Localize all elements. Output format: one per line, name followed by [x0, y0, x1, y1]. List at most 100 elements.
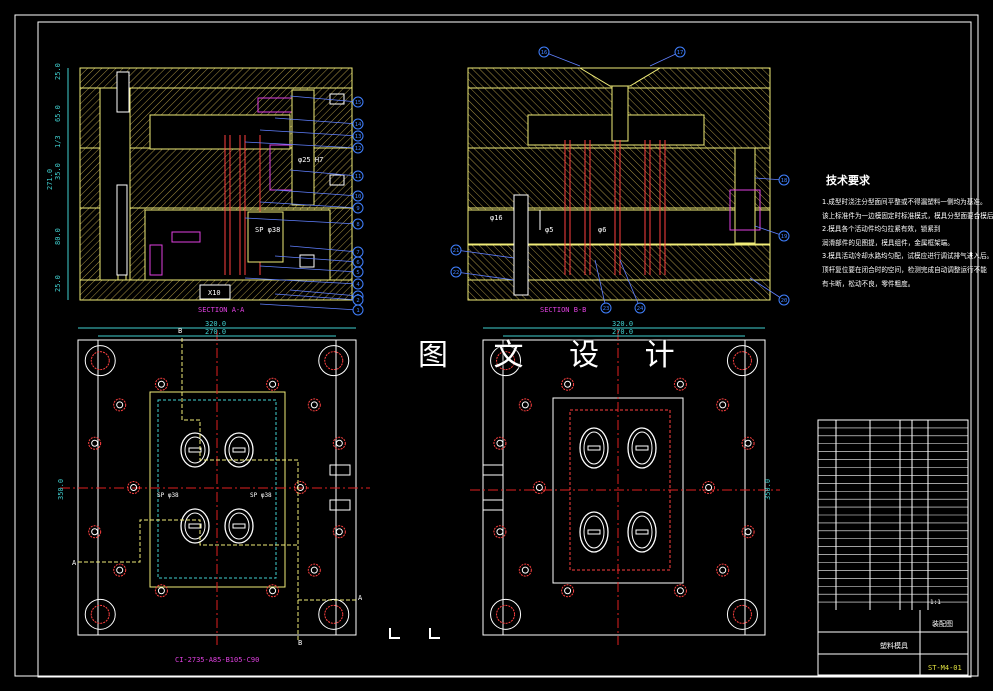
- screw-hole: [702, 481, 716, 494]
- drawing-frame-inner: [37, 21, 972, 678]
- svg-text:1: 1: [356, 308, 359, 314]
- view-a-box-label: X10: [208, 289, 221, 297]
- svg-text:9: 9: [356, 206, 359, 212]
- part-cavity: [627, 511, 657, 553]
- callout-balloon: 1: [352, 304, 364, 316]
- screw-hole: [673, 584, 687, 598]
- plan-b-dim: 320.0: [612, 320, 633, 328]
- part-cavity: [579, 511, 609, 553]
- screw-hole: [88, 525, 102, 539]
- callout-balloon: 18: [778, 174, 790, 186]
- tech-line: 润滑部件的见图提，模具组件，金属框架端。: [822, 238, 954, 247]
- screw-hole: [673, 377, 687, 391]
- screw-hole: [266, 584, 280, 598]
- part-cavity: [224, 432, 254, 468]
- screw-hole: [741, 525, 755, 539]
- tech-line: 3.模具活动冷却水路均匀配，试模应进行调试排气进入后。: [822, 252, 993, 261]
- tech-line: 2.模具各个活动件均匀拉紧有效，锁紧到: [822, 225, 941, 234]
- callout-balloon: 15: [352, 96, 364, 108]
- dim-label: 1/3: [54, 135, 62, 148]
- screw-hole: [493, 525, 507, 539]
- part-cavity: [224, 508, 254, 544]
- callout-balloon: 16: [538, 46, 550, 58]
- plan-a-label: SP φ38: [157, 492, 179, 499]
- screw-hole: [518, 398, 532, 412]
- screw-hole: [88, 436, 102, 450]
- dim-label: 25.0: [54, 275, 62, 292]
- svg-text:14: 14: [355, 122, 362, 128]
- plan-view-b: 320.0 270.0 350.0: [389, 320, 780, 645]
- tech-line: 1.成型时浇注分型面间平整或不得漏塑料一侧均为基准。: [822, 198, 987, 206]
- guide-pin-hole: [726, 345, 758, 377]
- dim-label: 271.0: [46, 169, 54, 190]
- dim-label: 80.0: [54, 228, 62, 245]
- svg-text:10: 10: [355, 194, 362, 200]
- view-b-label: φ5: [545, 226, 553, 234]
- callout-balloon: 19: [778, 230, 790, 242]
- svg-text:19: 19: [781, 234, 788, 240]
- plan-a-label: SP φ38: [250, 492, 272, 499]
- svg-text:22: 22: [453, 270, 460, 276]
- plan-b-side-dim: 350.0: [764, 479, 772, 500]
- screw-hole: [154, 377, 168, 391]
- screw-hole: [307, 398, 321, 412]
- section-mark: B: [178, 327, 182, 335]
- svg-text:15: 15: [355, 100, 362, 106]
- dim-label: 25.0: [54, 63, 62, 80]
- callout-balloon: 4: [352, 278, 364, 290]
- screw-hole: [493, 436, 507, 450]
- callout-balloon: 9: [352, 202, 364, 214]
- view-a-label: SP φ38: [255, 226, 280, 234]
- callout-balloon: 2: [352, 294, 364, 306]
- part-cavity: [627, 427, 657, 469]
- view-b-label: φ6: [598, 226, 606, 234]
- callout-balloon: 5: [352, 266, 364, 278]
- screw-hole: [561, 584, 575, 598]
- callout-balloon: 10: [352, 190, 364, 202]
- screw-hole: [293, 481, 307, 494]
- guide-pin-hole: [318, 345, 350, 377]
- screw-hole: [113, 398, 127, 412]
- drawing-frame-outer: [14, 14, 979, 677]
- view-b-label: φ16: [490, 214, 503, 222]
- tech-line: 顶杆复位要在闭合时的空间，检测完成自动调整运行不能: [822, 265, 987, 274]
- svg-text:21: 21: [453, 248, 460, 254]
- guide-pin-hole: [490, 598, 522, 630]
- screw-hole: [716, 563, 730, 577]
- part-cavity: [579, 427, 609, 469]
- callout-balloon: 22: [450, 266, 462, 278]
- guide-pin-hole: [726, 598, 758, 630]
- svg-text:23: 23: [603, 306, 610, 312]
- svg-text:24: 24: [637, 306, 644, 312]
- svg-text:8: 8: [356, 222, 359, 228]
- screw-hole: [561, 377, 575, 391]
- guide-pin-hole: [318, 598, 350, 630]
- tech-line: 该上标准件为一边模固定时标准模式，模具分型面要合模后。: [822, 211, 993, 220]
- callout-balloon: 23: [600, 302, 612, 314]
- dim-label: 35.0: [54, 163, 62, 180]
- section-mark: A: [358, 594, 363, 602]
- section-mark: B: [298, 639, 302, 647]
- title-block-title: 装配图: [932, 619, 953, 628]
- title-block-name: 塑料模具: [880, 641, 908, 650]
- svg-text:5: 5: [356, 270, 359, 276]
- tech-requirements: 1.成型时浇注分型面间平整或不得漏塑料一侧均为基准。 该上标准件为一边模固定时标…: [822, 196, 993, 291]
- callout-balloon: 12: [352, 142, 364, 154]
- guide-pin-hole: [84, 598, 116, 630]
- callout-balloon: 11: [352, 170, 364, 182]
- part-cavity: [180, 508, 210, 544]
- tech-requirements-title: 技术要求: [826, 174, 870, 187]
- watermark-text: 图 文 设 计: [418, 338, 693, 373]
- callout-balloon: 8: [352, 218, 364, 230]
- guide-pin-hole: [490, 345, 522, 377]
- plan-a-dim: 320.0: [205, 320, 226, 328]
- callout-balloon: 20: [778, 294, 790, 306]
- screw-hole: [332, 436, 346, 450]
- plan-a-dim: 270.0: [205, 328, 226, 336]
- svg-text:12: 12: [355, 146, 362, 152]
- callout-balloon: 6: [352, 256, 364, 268]
- section-view-a: 25.0 65.0 1/3 35.0 271.0 80.0 25.0 φ25 H…: [46, 63, 364, 316]
- svg-text:16: 16: [541, 50, 548, 56]
